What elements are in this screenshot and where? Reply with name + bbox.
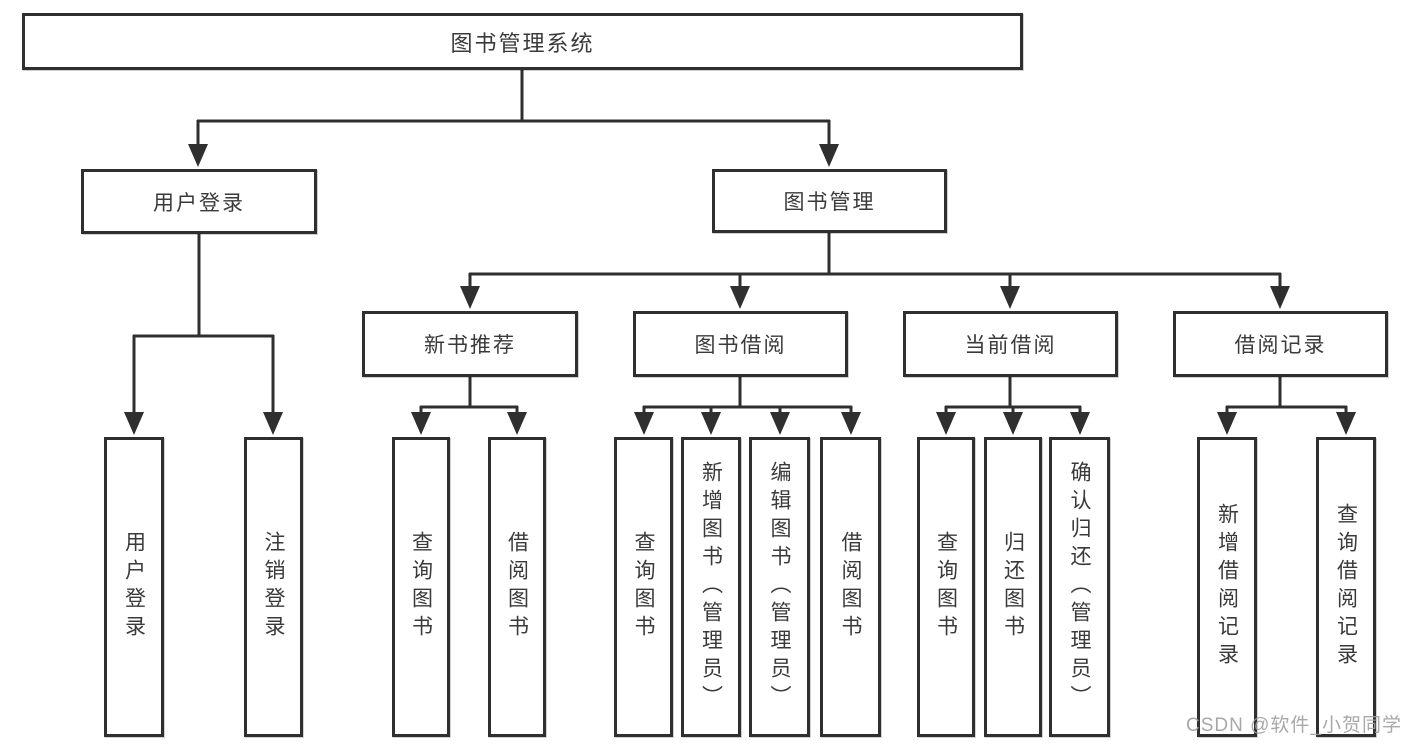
node-label: 编辑图书（管理员） bbox=[768, 461, 791, 713]
node-leaf-add-books-admin: 新增图书（管理员） bbox=[681, 437, 741, 737]
node-leaf-confirm-return-admin: 确认归还（管理员） bbox=[1049, 437, 1110, 737]
node-borrow-records: 借阅记录 bbox=[1173, 311, 1388, 377]
node-user-login-branch: 用户登录 bbox=[81, 169, 317, 234]
node-leaf-query-books-3: 查询图书 bbox=[917, 437, 975, 737]
node-label: 借阅图书 bbox=[839, 531, 862, 643]
node-label: 借阅图书 bbox=[505, 531, 529, 643]
node-label: 查询图书 bbox=[409, 531, 433, 643]
node-label: 新增借阅记录 bbox=[1215, 503, 1239, 671]
node-leaf-return-books: 归还图书 bbox=[984, 437, 1042, 737]
node-leaf-user-login: 用户登录 bbox=[104, 437, 164, 737]
node-leaf-query-books-2: 查询图书 bbox=[614, 437, 673, 737]
node-book-management: 图书管理 bbox=[712, 169, 947, 233]
node-leaf-borrow-books-2: 借阅图书 bbox=[820, 437, 881, 737]
node-label: 归还图书 bbox=[1001, 531, 1025, 643]
csdn-watermark: CSDN @软件_小贺同学 bbox=[1186, 715, 1402, 736]
node-current-borrowing: 当前借阅 bbox=[903, 311, 1118, 377]
node-label: 新增图书（管理员） bbox=[699, 461, 723, 713]
node-label: 查询图书 bbox=[632, 531, 655, 643]
node-label: 注销登录 bbox=[262, 531, 285, 643]
node-leaf-query-borrow-record: 查询借阅记录 bbox=[1316, 437, 1376, 737]
node-label: 用户登录 bbox=[122, 531, 146, 643]
node-leaf-query-books-1: 查询图书 bbox=[392, 437, 450, 737]
node-label: 查询借阅记录 bbox=[1334, 503, 1358, 671]
node-leaf-edit-books-admin: 编辑图书（管理员） bbox=[749, 437, 810, 737]
node-leaf-borrow-books-1: 借阅图书 bbox=[488, 437, 546, 737]
node-new-book-recommend: 新书推荐 bbox=[362, 311, 578, 377]
node-book-borrowing: 图书借阅 bbox=[633, 311, 848, 377]
node-leaf-logout: 注销登录 bbox=[244, 437, 303, 737]
node-library-system: 图书管理系统 bbox=[22, 13, 1023, 70]
node-label: 查询图书 bbox=[934, 531, 958, 643]
node-leaf-add-borrow-record: 新增借阅记录 bbox=[1197, 437, 1257, 737]
node-label: 确认归还（管理员） bbox=[1068, 461, 1091, 713]
